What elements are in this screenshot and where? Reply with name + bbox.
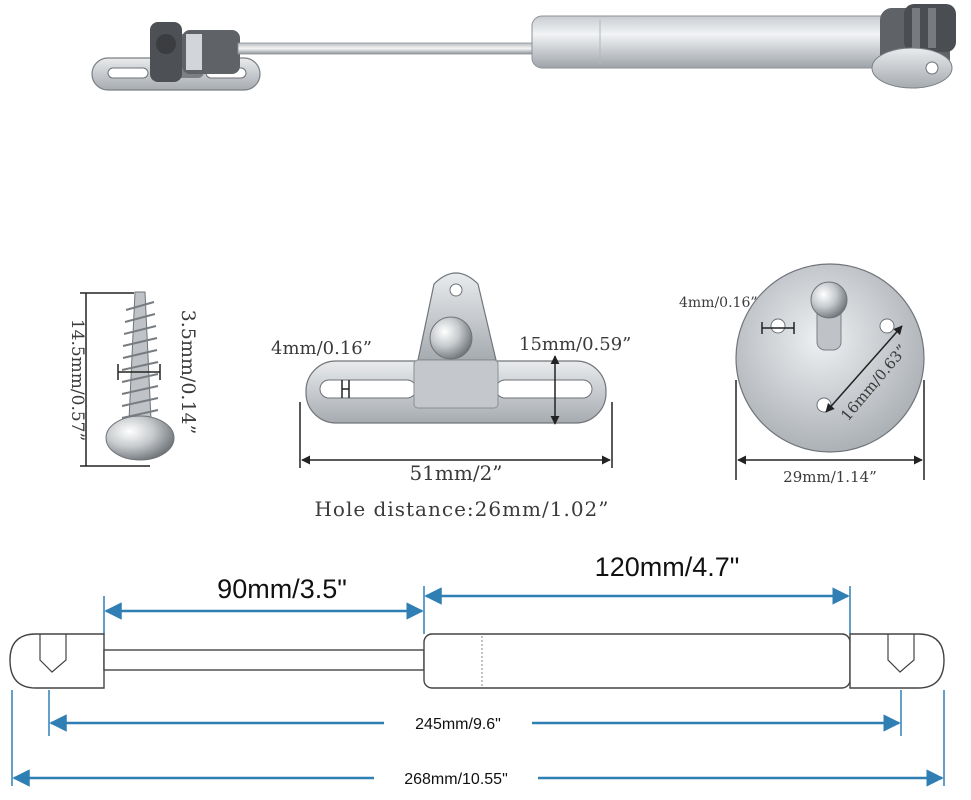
bracket-hole-label: 4mm/0.16” <box>271 338 372 359</box>
cylinder-body <box>531 4 956 89</box>
left-mount-plate <box>91 22 261 91</box>
strut-outline <box>9 633 945 689</box>
strut-dimension-diagram: 90mm/3.5" 120mm/4.7" 245mm/9.6" 268mm/10… <box>9 552 945 789</box>
total-length-label: 268mm/10.55" <box>404 771 508 788</box>
center-length-label: 245mm/9.6" <box>415 716 501 733</box>
screw-length-label: 14.5mm/0.57” <box>67 319 87 441</box>
screw-icon: 14.5mm/0.57” 3.5mm/0.14” <box>67 291 199 467</box>
mount-diameter-label: 29mm/1.14” <box>783 468 877 486</box>
stroke-label: 90mm/3.5" <box>217 574 347 604</box>
gas-strut-icon <box>91 4 956 91</box>
bracket-height-label: 15mm/0.59” <box>519 334 631 355</box>
hole-distance-label: Hole distance:26mm/1.02” <box>314 497 609 521</box>
bracket-icon: 4mm/0.16” 15mm/0.59” 51mm/2” Hole distan… <box>271 272 631 521</box>
mount-hole-label: 4mm/0.16” <box>679 295 758 311</box>
bracket-width-label: 51mm/2” <box>409 461 502 485</box>
body-length-label: 120mm/4.7" <box>595 552 740 582</box>
piston-rod <box>237 42 541 55</box>
round-mount-icon: 4mm/0.16” 16mm/0.63” 29mm/1.14” <box>679 263 925 486</box>
screw-diameter-label: 3.5mm/0.14” <box>177 310 199 435</box>
